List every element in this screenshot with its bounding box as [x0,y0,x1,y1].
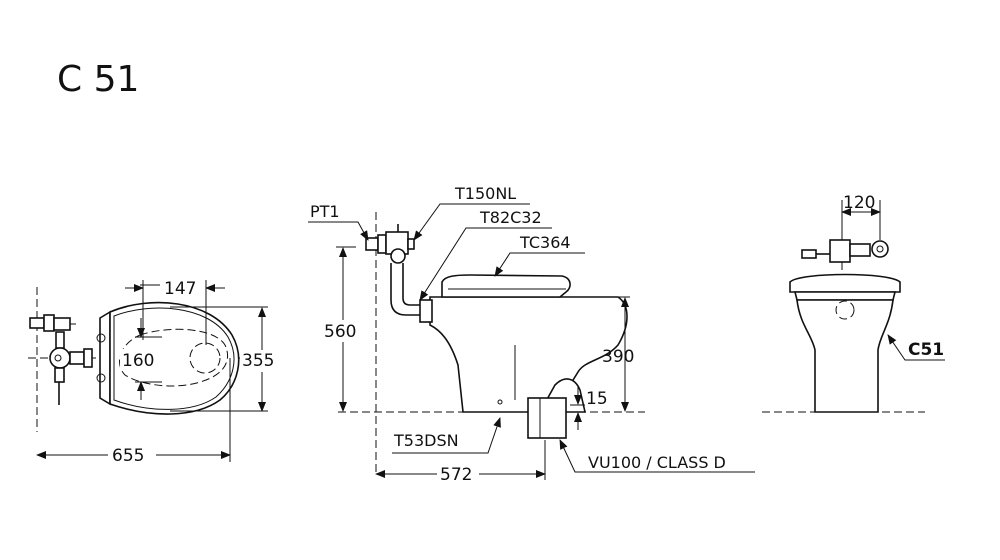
dim-15: 15 [586,389,608,409]
label-vu100: VU100 / CLASS D [588,453,726,472]
dim-560: 560 [324,322,356,342]
dim-655: 655 [112,446,144,466]
dim-147: 147 [164,279,196,299]
dim-120: 120 [843,193,875,213]
dim-160: 160 [122,351,154,371]
label-c51: C51 [908,340,944,360]
side-view: PT1 T150NL T82C32 TC364 T53DSN VU100 / C… [308,184,755,485]
top-view: 655 355 147 160 [28,279,280,466]
label-t150nl: T150NL [454,184,516,203]
dim-572: 572 [440,465,472,485]
label-t53dsn: T53DSN [393,431,459,450]
dim-355: 355 [242,351,274,371]
label-tc364: TC364 [519,233,571,252]
label-t82c32: T82C32 [479,208,542,227]
flush-valve-top [29,314,93,405]
dim-390: 390 [602,347,634,367]
page-title: C 51 [57,59,139,100]
bowl-top [96,301,240,415]
label-pt1: PT1 [310,202,340,221]
front-view: 120 C51 [762,193,945,413]
